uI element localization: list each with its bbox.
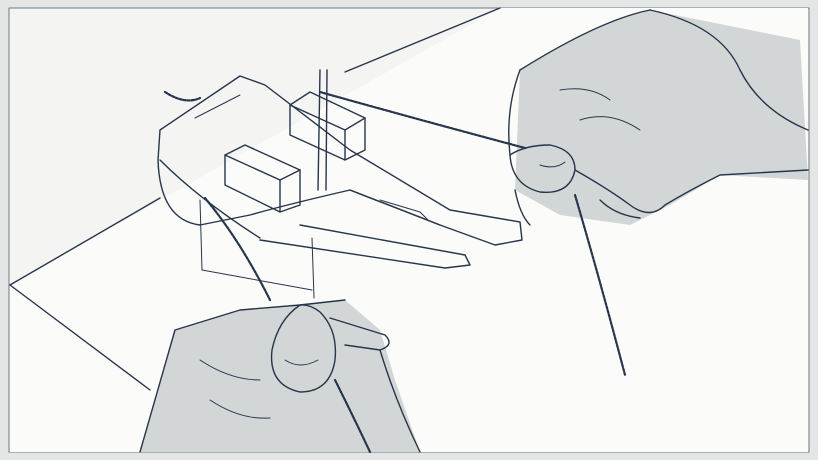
illustration-panel (0, 0, 818, 460)
illustration (0, 0, 818, 460)
